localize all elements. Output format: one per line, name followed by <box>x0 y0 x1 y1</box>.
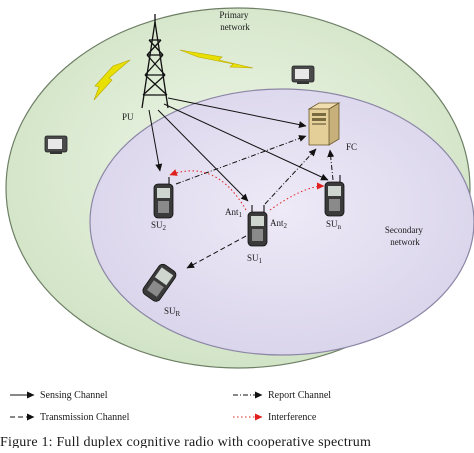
sun-phone-icon <box>324 175 345 217</box>
secondary-network-area <box>89 88 474 356</box>
ant1-label: Ant1 <box>225 207 243 219</box>
interference-su1-sun <box>269 182 325 211</box>
su1-phone-icon <box>247 205 268 247</box>
svg-text:Sensing Channel: Sensing Channel <box>40 390 108 401</box>
report-channel-su1-fc <box>264 148 317 205</box>
svg-text:Transmission Channel: Transmission Channel <box>40 412 130 423</box>
sur-phone-icon <box>142 263 177 302</box>
sun-label: SUn <box>326 219 342 231</box>
sur-label: SUR <box>164 306 181 318</box>
pu-label: PU <box>122 112 134 122</box>
su2-label: SU2 <box>151 220 167 232</box>
svg-text:Report Channel: Report Channel <box>268 390 331 401</box>
legend: Sensing Channel Report Channel Transmiss… <box>10 390 331 423</box>
sensing-channel-pu-fc <box>167 97 307 129</box>
sensing-channel-pu-su1 <box>157 109 249 202</box>
sensing-channel-pu-sun <box>163 103 329 181</box>
figure-caption: Figure 1: Full duplex cognitive radio wi… <box>0 435 371 448</box>
sensing-channel-pu-su2 <box>148 109 163 172</box>
legend-item-report: Report Channel <box>233 390 331 401</box>
legend-item-sensing: Sensing Channel <box>10 390 108 401</box>
lightning-bolt-icon <box>179 49 254 69</box>
primary-user-tower-icon <box>141 14 169 109</box>
legend-item-transmission: Transmission Channel <box>10 412 130 423</box>
su1-label: SU1 <box>247 253 263 265</box>
ant2-label: Ant2 <box>270 218 288 230</box>
svg-text:Interference: Interference <box>268 412 317 423</box>
tv-monitor-icon <box>44 135 68 154</box>
su2-phone-icon <box>153 177 174 219</box>
primary-network-label: Primary network <box>219 10 250 32</box>
interference-su1-su2 <box>169 169 247 211</box>
interference-links <box>169 169 325 211</box>
legend-item-interference: Interference <box>233 412 317 423</box>
lightning-bolt-icon <box>93 59 131 101</box>
report-channels <box>175 135 335 205</box>
report-channel-su2-fc <box>175 135 307 185</box>
fusion-center-server-icon <box>307 102 341 146</box>
tv-monitor-icon <box>291 65 315 84</box>
sensing-channels <box>148 97 329 202</box>
secondary-network-label: Secondary network <box>385 225 425 247</box>
transmission-channel-su1-sur <box>186 235 247 269</box>
fc-label: FC <box>346 142 357 152</box>
